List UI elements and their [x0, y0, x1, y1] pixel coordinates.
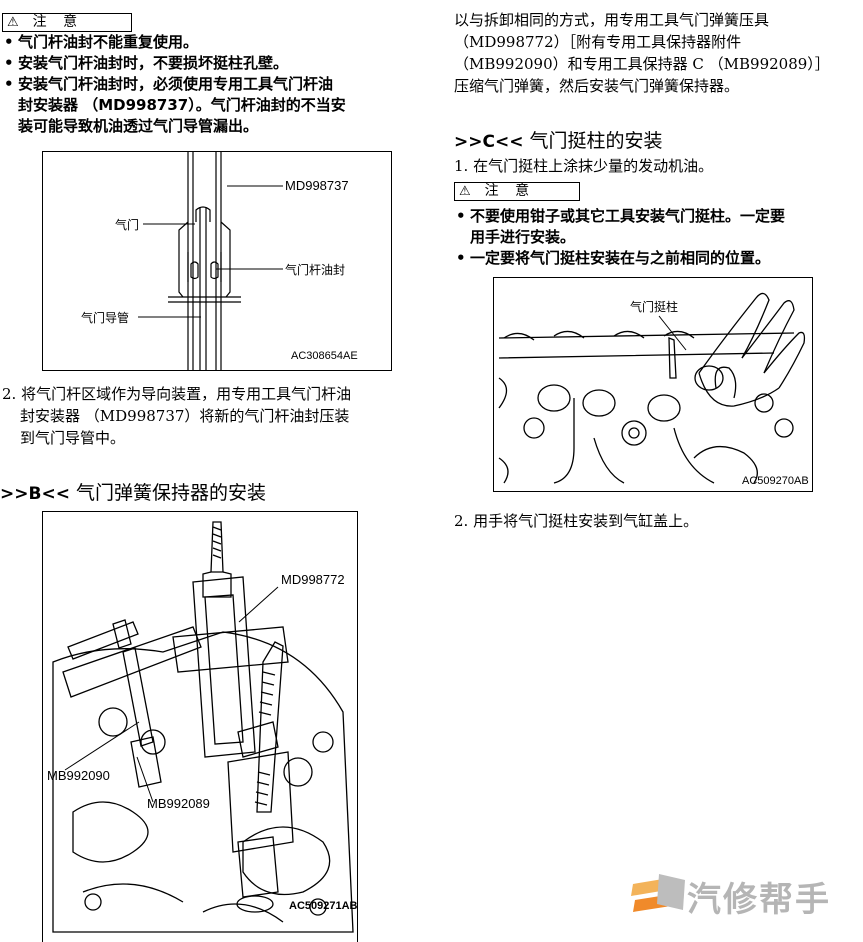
step-2-right: 2. 用手将气门挺柱安装到气缸盖上。 [454, 512, 699, 530]
watermark-logo: 汽修帮手 [629, 868, 861, 920]
label-mb992089: MB992089 [147, 796, 210, 811]
list-item-cont: 封安装器 （MD998737）。气门杆油封的不当安 [18, 96, 346, 114]
list-item: •一定要将气门挺柱安装在与之前相同的位置。 [456, 249, 771, 267]
list-item: •气门杆油封不能重复使用。 [4, 33, 199, 51]
bullet-list-right: •不要使用钳子或其它工具安装气门挺柱。一定要 用手进行安装。 •一定要将气门挺柱… [456, 206, 863, 269]
label-md998772: MD998772 [281, 572, 345, 587]
watermark-text: 汽修帮手 [687, 880, 831, 920]
label-valve-lifter: 气门挺柱 [630, 300, 679, 314]
list-item: •不要使用钳子或其它工具安装气门挺柱。一定要 [456, 207, 786, 225]
figure-code: AC509271AB [289, 900, 358, 912]
spring-compressor-diagram [52, 521, 354, 933]
warning-icon: ⚠ [7, 15, 19, 30]
figure-valve-seal: MD998737 气门 气门杆油封 气门导管 AC308654AE [42, 151, 392, 371]
label-stem-seal: 气门杆油封 [285, 263, 346, 277]
warning-icon: ⚠ [459, 184, 471, 199]
label-md998737: MD998737 [285, 178, 349, 193]
caution-label: 注 意 [32, 14, 84, 30]
step-1-right: 1. 在气门挺柱上涂抹少量的发动机油。 [454, 157, 714, 175]
figure-code: AC308654AE [291, 350, 358, 362]
bullet-list-left: •气门杆油封不能重复使用。 •安装气门杆油封时，不要损坏挺柱孔壁。 •安装气门杆… [4, 32, 424, 137]
label-mb992090: MB992090 [47, 768, 110, 783]
section-b-heading: >>B<< 气门弹簧保持器的安装 [0, 482, 266, 504]
list-item: •安装气门杆油封时，不要损坏挺柱孔壁。 [4, 54, 289, 72]
section-c-heading: >>C<< 气门挺柱的安装 [454, 130, 663, 152]
figure-code: AC509270AB [742, 475, 809, 487]
label-valve: 气门 [115, 218, 140, 232]
label-valve-guide: 气门导管 [81, 311, 130, 325]
caution-label: 注 意 [484, 183, 536, 199]
caution-box-left: ⚠ 注 意 [2, 13, 132, 32]
list-item: •安装气门杆油封时，必须使用专用工具气门杆油 [4, 75, 334, 93]
step-2-left: 2. 将气门杆区域作为导向装置，用专用工具气门杆油 封安装器 （MD998737… [2, 385, 352, 447]
figure-spring-compressor: MD998772 MB992090 MB992089 AC509271AB [42, 511, 358, 942]
figure-lifter-install: 气门挺柱 AC509270AB [493, 277, 813, 492]
car-logo-icon [631, 874, 685, 912]
list-item-cont: 装可能导致机油透过气门导管漏出。 [18, 117, 259, 135]
caution-box-right: ⚠ 注 意 [454, 182, 580, 201]
valve-seal-diagram [138, 152, 283, 370]
intro-paragraph: 以与拆卸相同的方式，用专用工具气门弹簧压具 （MD998772）［附有专用工具保… [454, 11, 830, 95]
lifter-install-diagram [498, 292, 806, 484]
list-item-cont: 用手进行安装。 [470, 228, 576, 246]
